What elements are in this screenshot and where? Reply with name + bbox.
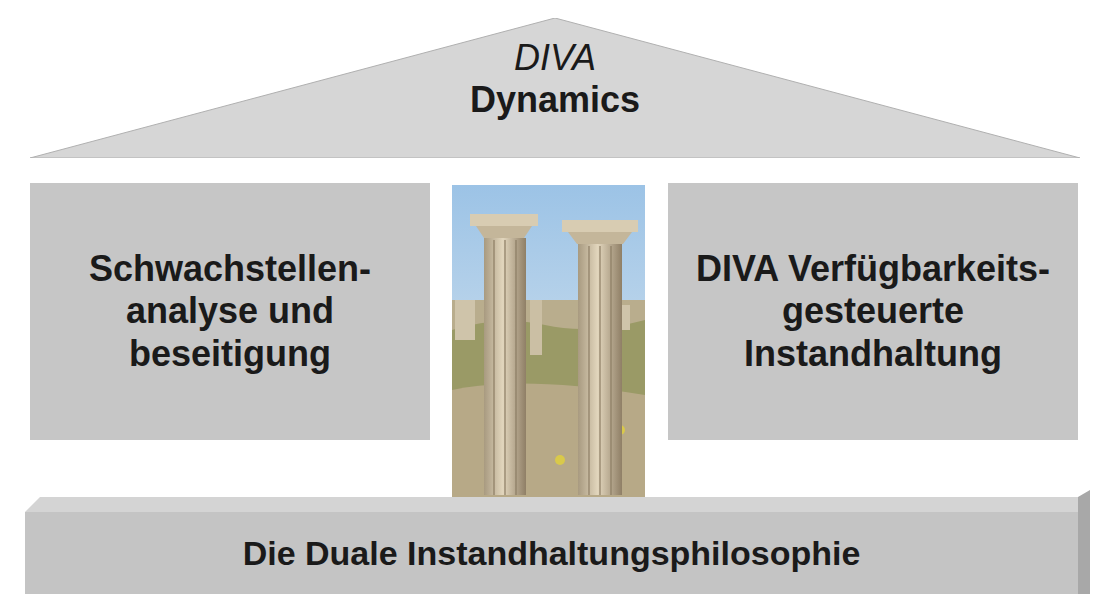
- roof-triangle: DIVADynamics: [30, 18, 1080, 158]
- base-bar: Die Duale Instandhaltungsphilosophie: [25, 512, 1078, 594]
- node-title: Schwachstellen- analyse und beseitigung: [48, 248, 412, 375]
- node-subtitle: Dynamics: [30, 80, 1080, 120]
- left-box: Schwachstellen- analyse und beseitigung: [30, 183, 430, 440]
- node-title: DIVA Verfügbarkeits- gesteuerte Instandh…: [686, 248, 1060, 375]
- right-box: DIVA Verfügbarkeits- gesteuerte Instandh…: [668, 183, 1078, 440]
- node-title: DIVA: [30, 38, 1080, 78]
- node-title: Die Duale Instandhaltungsphilosophie: [243, 533, 861, 573]
